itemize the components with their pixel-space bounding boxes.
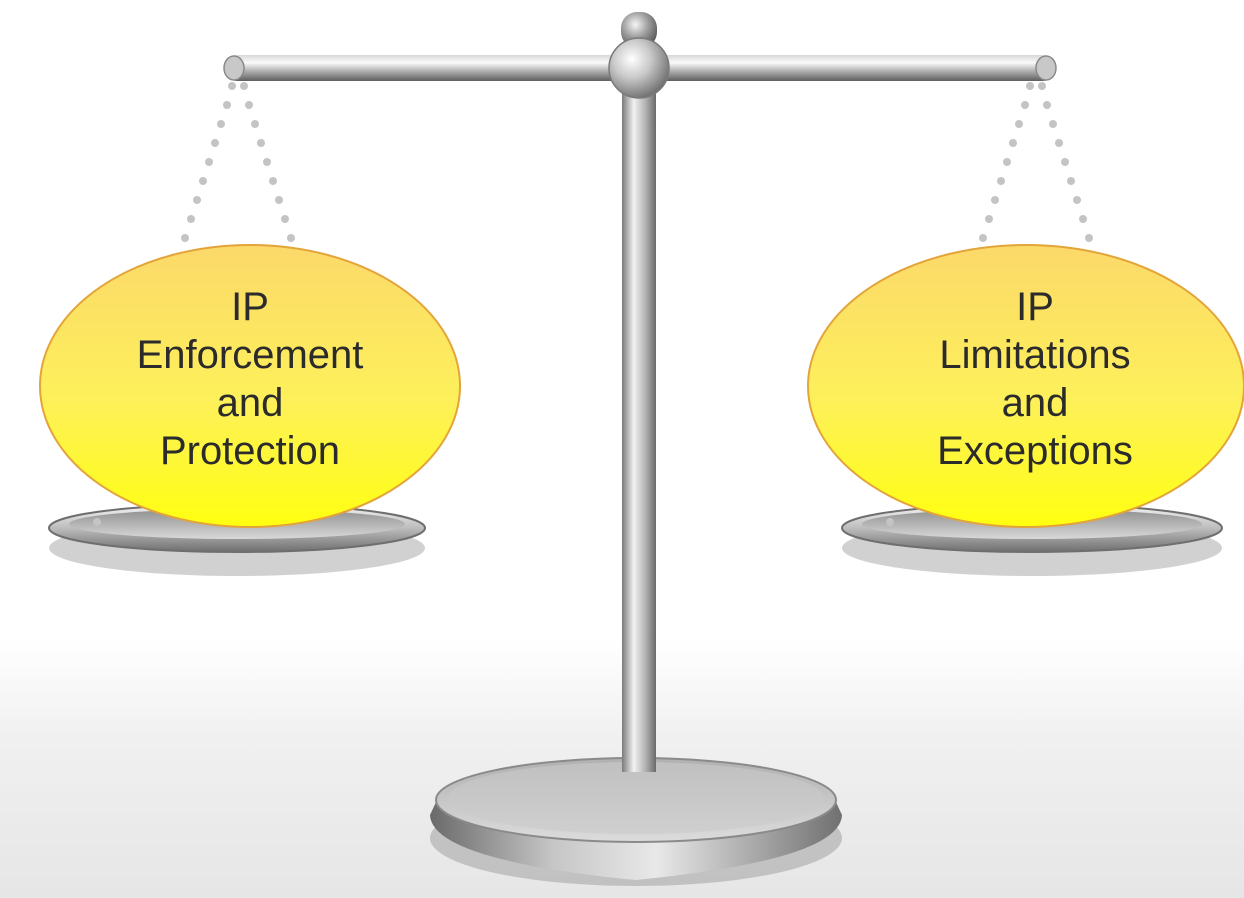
right-pan-label-line: IP — [1016, 285, 1054, 329]
right-pan-label-line: and — [1001, 381, 1069, 425]
right-chain — [979, 82, 1093, 242]
left-pan-label: IP Enforcement and Protection — [38, 283, 462, 475]
left-pan-label-line: IP — [231, 285, 269, 329]
left-pan-label-line: Protection — [159, 429, 341, 473]
left-oval — [39, 244, 461, 528]
right-pan-label: IP Limitations and Exceptions — [820, 283, 1244, 475]
left-pan-label-line: Enforcement — [136, 333, 364, 377]
left-chain — [181, 82, 295, 242]
right-pan-label-line: Exceptions — [937, 429, 1133, 473]
scale-pole — [622, 82, 656, 772]
right-pan-label-line: Limitations — [939, 333, 1131, 377]
scale-top-knob — [608, 12, 670, 99]
left-pan-label-line: and — [216, 381, 284, 425]
scale-base — [430, 757, 842, 886]
right-oval — [807, 244, 1244, 528]
